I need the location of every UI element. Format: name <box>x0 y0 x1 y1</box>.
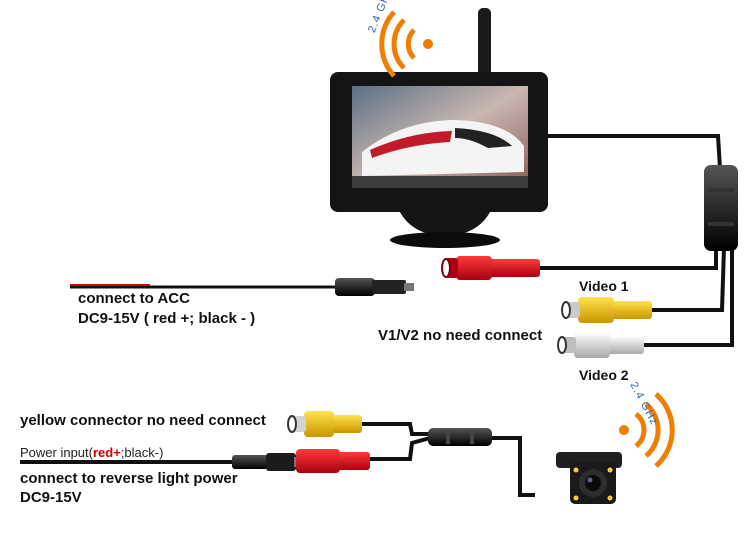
camera-yellow-connector <box>287 411 362 437</box>
power-input-suffix: ;black-) <box>120 445 164 460</box>
yellow-connector-label: yellow connector no need connect <box>20 412 266 429</box>
monitor-cable <box>540 134 734 347</box>
inline-connector <box>428 428 492 446</box>
video2-white-connector <box>557 332 644 358</box>
acc-label-line1: connect to ACC <box>78 290 190 307</box>
camera-icon <box>556 452 622 504</box>
power-input-plugs <box>232 449 370 473</box>
monitor-icon <box>330 8 548 248</box>
v1v2-label: V1/V2 no need connect <box>378 327 543 344</box>
camera-cable <box>20 422 535 497</box>
video2-label: Video 2 <box>579 367 629 383</box>
power-input-label: Power input(red+;black-) <box>20 444 163 462</box>
video1-yellow-connector <box>561 297 652 323</box>
cable-junction <box>704 165 738 251</box>
acc-power-cable <box>70 278 414 296</box>
wifi-signal-icon <box>619 392 675 468</box>
red-rca-connector <box>441 256 540 280</box>
power-input-prefix: Power input( <box>20 445 93 460</box>
video1-label: Video 1 <box>579 278 629 294</box>
reverse-label-line2: DC9-15V <box>20 489 82 506</box>
acc-label-line2: DC9-15V ( red +; black - ) <box>78 310 256 327</box>
power-input-red: red+ <box>92 445 121 460</box>
reverse-label-line1: connect to reverse light power <box>20 470 238 487</box>
wifi-signal-icon <box>379 10 433 78</box>
